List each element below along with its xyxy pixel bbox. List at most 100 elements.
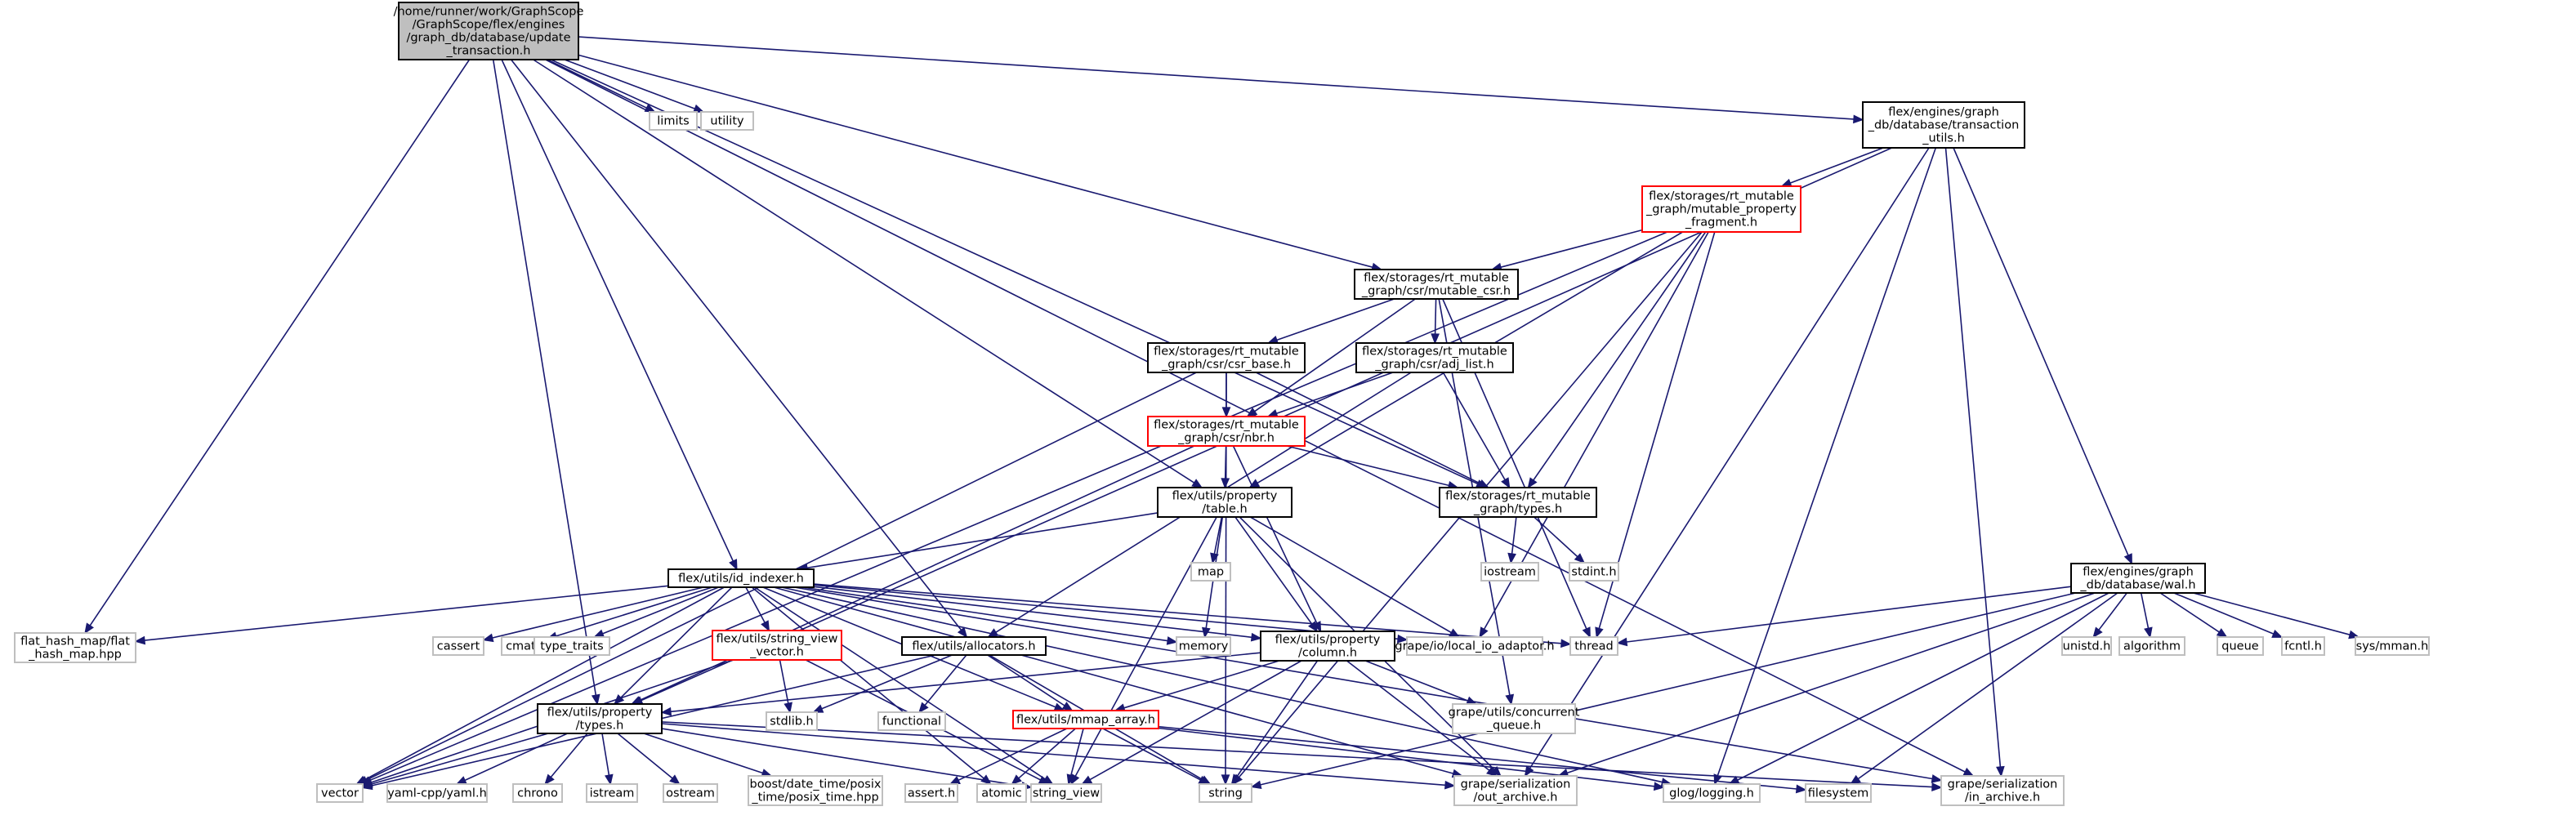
edge-line (1276, 372, 1394, 415)
node-label: grape/utils/concurrent (1449, 706, 1580, 719)
node-local-io-adaptor: grape/io/local_io_adaptor.h (1395, 636, 1555, 656)
node-box (712, 630, 842, 661)
node-rt-types[interactable]: flex/storages/rt_mutable_graph/types.h (1439, 487, 1597, 518)
edge-arrowhead (1850, 774, 1861, 785)
edge-arrowhead (918, 702, 929, 714)
edge-arrowhead (693, 104, 705, 113)
node-mmap-array[interactable]: flex/utils/mmap_array.h (1012, 710, 1159, 729)
edge-id-indexer-to-memory (801, 586, 1178, 645)
node-root[interactable]: /home/runner/work/GraphScope/GraphScope/… (394, 2, 584, 60)
edge-line (89, 59, 471, 626)
node-box (2281, 636, 2325, 656)
edge-line (1566, 592, 2096, 774)
node-box (2355, 636, 2430, 656)
node-label: limits (657, 114, 689, 127)
node-transaction-utils[interactable]: flex/engines/graph_db/database/transacti… (1862, 101, 2025, 149)
node-box (1480, 562, 1539, 582)
node-queue: queue (2217, 636, 2264, 656)
node-box (1439, 487, 1597, 518)
edge-line (661, 728, 1023, 787)
node-label: vector (321, 787, 359, 800)
node-flat-hash-map: flat_hash_map/flat_hash_map.hpp (14, 632, 136, 663)
edge-arrowhead (812, 704, 824, 713)
node-csr-base[interactable]: flex/storages/rt_mutable_graph/csr/csr_b… (1147, 342, 1306, 373)
edge-line (1249, 516, 1452, 634)
edge-arrowhead (592, 629, 605, 638)
edge-arrowhead (1191, 479, 1203, 488)
edge-property-types-to-posix-time (643, 733, 773, 778)
edge-arrowhead (1066, 773, 1076, 786)
edge-line (1158, 725, 1797, 790)
edge-id-indexer-to-cassert (482, 586, 704, 643)
node-label: queue (2221, 640, 2259, 653)
edge-arrowhead (1431, 333, 1440, 345)
edge-line (1529, 147, 1930, 769)
edge-line (550, 733, 588, 778)
node-property-column[interactable]: flex/utils/property/column.h (1260, 631, 1395, 662)
edge-arrowhead (1490, 766, 1502, 778)
node-box (1355, 342, 1514, 373)
edge-line (578, 36, 1855, 120)
node-label: unistd.h (2063, 640, 2111, 653)
edge-arrowhead (1962, 767, 1975, 777)
edge-arrowhead (1560, 639, 1572, 648)
node-concurrent-queue: grape/utils/concurrent_queue.h (1449, 703, 1580, 734)
edge-allocators-to-functional (918, 654, 967, 714)
node-label: _graph/csr/csr_base.h (1161, 358, 1291, 371)
edge-mmap-array-to-atomic (1011, 728, 1076, 786)
edge-line (620, 586, 733, 698)
edge-id-indexer-to-atomic (751, 586, 992, 786)
node-label: /types.h (576, 719, 624, 732)
node-box (1862, 101, 2025, 149)
node-allocators[interactable]: flex/utils/allocators.h (901, 636, 1047, 656)
node-label: /out_archive.h (1474, 791, 1558, 804)
edge-mutable-csr-to-csr-base (1266, 298, 1395, 345)
edge-arrowhead (2123, 553, 2132, 565)
edge-property-table-to-property-column (1234, 516, 1319, 633)
node-label: /GraphScope/flex/engines (413, 18, 565, 31)
node-property-types[interactable]: flex/utils/property/types.h (537, 703, 663, 734)
edge-adj-list-to-rt-types (1442, 372, 1511, 489)
edge-line (2140, 592, 2150, 629)
node-wal[interactable]: flex/engines/graph_db/database/wal.h (2070, 563, 2206, 594)
edge-property-column-to-out-archive (1346, 660, 1498, 777)
node-box (1260, 631, 1395, 662)
node-label: flex/storages/rt_mutable (1362, 345, 1507, 358)
node-functional: functional (877, 711, 946, 731)
edge-root-to-mutable-csr (578, 54, 1383, 272)
edge-line (1276, 298, 1395, 341)
node-label: _transaction.h (446, 44, 531, 57)
node-string: string (1199, 783, 1252, 803)
node-label: flex/storages/rt_mutable (1364, 271, 1509, 284)
edge-wal-to-thread (1616, 586, 2072, 647)
node-label: glog/logging.h (1669, 787, 1754, 800)
edge-property-types-to-in-archive (661, 721, 1943, 791)
node-adj-list[interactable]: flex/storages/rt_mutable_graph/csr/adj_l… (1355, 342, 1514, 373)
edge-line (1442, 372, 1506, 480)
node-string-view-vector[interactable]: flex/utils/string_view_vector.h (712, 630, 842, 661)
edge-line (1434, 298, 1437, 335)
node-label: flex/storages/rt_mutable (1445, 489, 1591, 502)
node-property-table[interactable]: flex/utils/property/table.h (1157, 487, 1292, 518)
edge-allocators-to-mmap-array (987, 654, 1074, 711)
edge-transaction-utils-to-wal (1953, 147, 2132, 565)
node-box (386, 783, 488, 803)
node-label: flex/utils/property (547, 706, 653, 719)
dependency-edges (84, 36, 2360, 794)
edge-arrowhead (84, 622, 94, 635)
edge-line (2193, 592, 2351, 635)
edge-line (1123, 660, 1280, 709)
edge-arrowhead (2216, 628, 2228, 638)
node-id-indexer[interactable]: flex/utils/id_indexer.h (667, 568, 815, 588)
node-label: _queue.h (1486, 719, 1541, 732)
edge-arrowhead (1795, 784, 1807, 794)
edge-root-to-property-types (492, 59, 600, 706)
edge-arrowhead (1728, 775, 1740, 785)
node-box (1569, 562, 1619, 582)
node-box (663, 783, 718, 803)
node-nbr[interactable]: flex/storages/rt_mutable_graph/csr/nbr.h (1147, 416, 1306, 447)
edge-line (510, 59, 962, 631)
node-mutable-property-fragment[interactable]: flex/storages/rt_mutable_graph/mutable_p… (1641, 185, 1801, 233)
node-mutable-csr[interactable]: flex/storages/rt_mutable_graph/csr/mutab… (1354, 269, 1519, 300)
edge-line (1789, 147, 1884, 184)
